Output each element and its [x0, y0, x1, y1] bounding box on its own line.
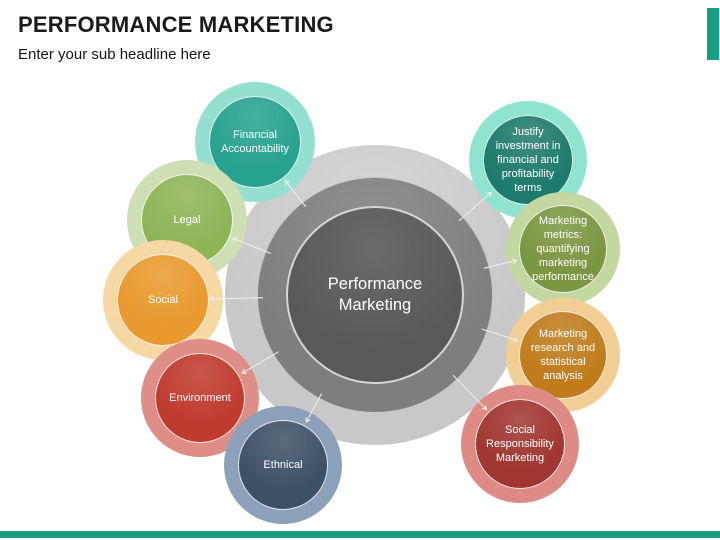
node-circle: Marketing metrics: quantifying marketing…	[519, 205, 607, 293]
sub-headline: Enter your sub headline here	[18, 46, 211, 63]
node-label: Ethnical	[263, 458, 303, 471]
node-label: Financial Accountability	[221, 128, 289, 155]
node-label: Justify investment in financial and prof…	[495, 125, 561, 195]
hub-core-circle: Performance Marketing	[286, 206, 464, 384]
diagram-node-social-responsibility: Social Responsibility Marketing	[461, 385, 579, 503]
node-label: Legal	[173, 213, 201, 226]
node-circle: Social Responsibility Marketing	[474, 398, 566, 490]
accent-bar-top-right	[707, 8, 719, 60]
diagram-node-marketing-metrics: Marketing metrics: quantifying marketing…	[506, 192, 620, 306]
node-circle: Ethnical	[237, 419, 329, 511]
diagram-node-ethnical: Ethnical	[224, 406, 342, 524]
node-circle: Environment	[154, 352, 246, 444]
node-label: Marketing metrics: quantifying marketing…	[532, 214, 594, 284]
diagram-node-social: Social	[103, 240, 223, 360]
node-label: Environment	[169, 391, 231, 404]
node-label: Marketing research and statistical analy…	[530, 327, 596, 383]
node-label: Social Responsibility Marketing	[486, 423, 554, 465]
node-circle: Social	[116, 253, 210, 347]
node-label: Social	[148, 293, 178, 306]
node-circle: Marketing research and statistical analy…	[519, 311, 607, 399]
hub-label: Performance Marketing	[327, 274, 423, 314]
diagram-node-marketing-research: Marketing research and statistical analy…	[506, 298, 620, 412]
accent-bar-bottom	[0, 531, 720, 538]
page-title: PERFORMANCE MARKETING	[18, 12, 334, 37]
node-circle: Justify investment in financial and prof…	[482, 114, 574, 206]
